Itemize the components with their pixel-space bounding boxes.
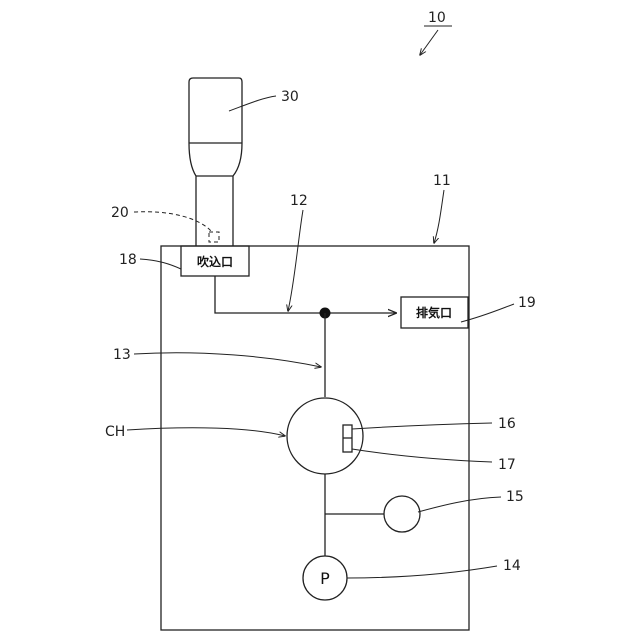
ref-20-leader bbox=[134, 212, 212, 232]
ref-20: 20 bbox=[111, 205, 129, 221]
ref-17: 17 bbox=[498, 457, 516, 473]
ref-11-leader bbox=[434, 190, 444, 243]
ref-11: 11 bbox=[433, 173, 451, 189]
outlet-box-label: 排気口 bbox=[416, 305, 452, 320]
ref-14: 14 bbox=[503, 558, 521, 574]
ref-15: 15 bbox=[506, 489, 524, 505]
ref-18: 18 bbox=[119, 252, 137, 268]
inlet-box-label: 吹込口 bbox=[197, 254, 233, 269]
pump-label: P bbox=[320, 569, 330, 588]
ref-10-arrow bbox=[420, 30, 438, 55]
ref-19: 19 bbox=[518, 295, 536, 311]
ref-ch: CH bbox=[105, 424, 125, 440]
ref-30: 30 bbox=[281, 89, 299, 105]
ref-10: 10 bbox=[428, 10, 446, 26]
ref-16: 16 bbox=[498, 416, 516, 432]
ref-12: 12 bbox=[290, 193, 308, 209]
ref-17-leader bbox=[352, 449, 492, 462]
part-15-circle bbox=[384, 496, 420, 532]
housing-outline bbox=[161, 246, 469, 630]
ref-13-leader bbox=[134, 353, 321, 367]
ref-15-leader bbox=[418, 497, 501, 512]
ref-14-leader bbox=[347, 566, 497, 578]
ref-12-leader bbox=[288, 210, 303, 311]
ref-13: 13 bbox=[113, 347, 131, 363]
pipe-12 bbox=[215, 276, 396, 313]
ref-16-leader bbox=[352, 423, 492, 429]
ref-30-leader bbox=[229, 96, 276, 111]
sensor-20-marker bbox=[209, 232, 219, 242]
ref-ch-leader bbox=[127, 428, 285, 436]
